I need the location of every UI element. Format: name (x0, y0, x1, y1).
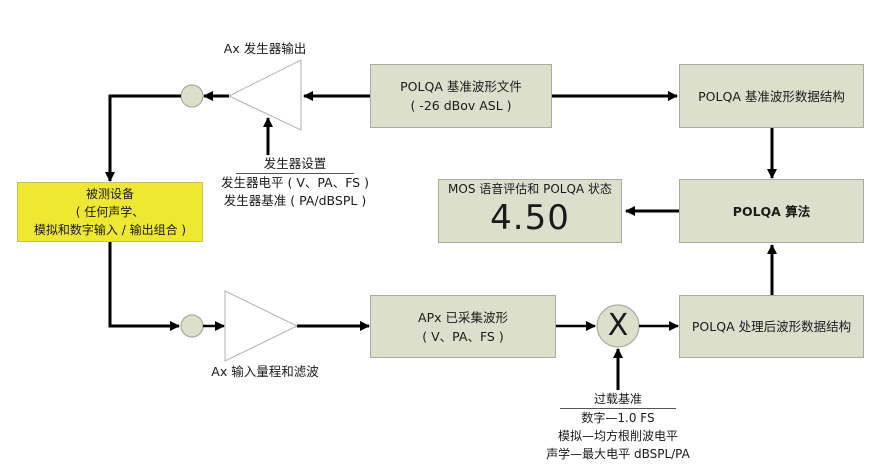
mos-score: 4.50 (490, 198, 570, 238)
mos-title: MOS 语音评估和 POLQA 状态 (448, 182, 612, 196)
arrow-dut-to-input-node (108, 241, 180, 331)
generator-output-label: Ax 发生器输出 (223, 41, 307, 56)
input-range-label: Ax 输入量程和滤波 (211, 364, 319, 379)
generator-level: 发生器电平 ( V、PA、FS ) (221, 175, 369, 190)
overload-analog: 模拟—均方根削波电平 (557, 429, 678, 443)
captured-title: APx 已采集波形 (418, 309, 508, 325)
reference-file-level: ( -26 dBov ASL ) (410, 98, 512, 113)
generator-amplifier-icon (227, 59, 302, 131)
mos-result-box: MOS 语音评估和 POLQA 状态 4.50 (438, 179, 622, 243)
reference-struct-box: POLQA 基准波形数据结构 (679, 64, 864, 128)
polqa-algorithm-label: POLQA 算法 (732, 203, 811, 219)
overload-digital: 数字—1.0 FS (581, 411, 655, 425)
polqa-algorithm-box: POLQA 算法 (679, 179, 864, 243)
device-under-test-box: 被测设备 ( 任何声学、 模拟和数字输入 / 输出组合 ) (17, 182, 203, 242)
overload-acoustic: 声学—最大电平 dBSPL/PA (546, 447, 690, 461)
dut-desc-2: 模拟和数字输入 / 输出组合 ) (33, 223, 187, 237)
reference-file-box: POLQA 基准波形文件 ( -26 dBov ASL ) (370, 64, 552, 128)
reference-struct-label: POLQA 基准波形数据结构 (698, 88, 845, 104)
processed-struct-label: POLQA 处理后波形数据结构 (691, 319, 852, 334)
dut-desc-1: ( 任何声学、 (75, 205, 145, 219)
overload-reference: 过载基准 数字—1.0 FS 模拟—均方根削波电平 声学—最大电平 dBSPL/… (528, 390, 708, 463)
captured-units: ( V、PA、FS ) (422, 328, 504, 344)
generator-settings-title: 发生器设置 (235, 155, 355, 174)
dut-title: 被测设备 (85, 187, 134, 201)
reference-file-title: POLQA 基准波形文件 (400, 79, 522, 94)
input-amplifier-icon (224, 290, 299, 362)
overload-x-symbol: X (607, 308, 629, 343)
generator-reference: 发生器基准 ( PA/dBSPL ) (223, 193, 367, 208)
captured-waveform-box: APx 已采集波形 ( V、PA、FS ) (370, 295, 556, 358)
overload-title: 过载基准 (559, 390, 676, 409)
generator-output-node (180, 84, 204, 108)
generator-settings: 发生器设置 发生器电平 ( V、PA、FS ) 发生器基准 ( PA/dBSPL… (210, 155, 380, 210)
arrow-node-to-dut (105, 94, 181, 182)
processed-struct-box: POLQA 处理后波形数据结构 (679, 295, 864, 358)
input-node (180, 314, 204, 338)
